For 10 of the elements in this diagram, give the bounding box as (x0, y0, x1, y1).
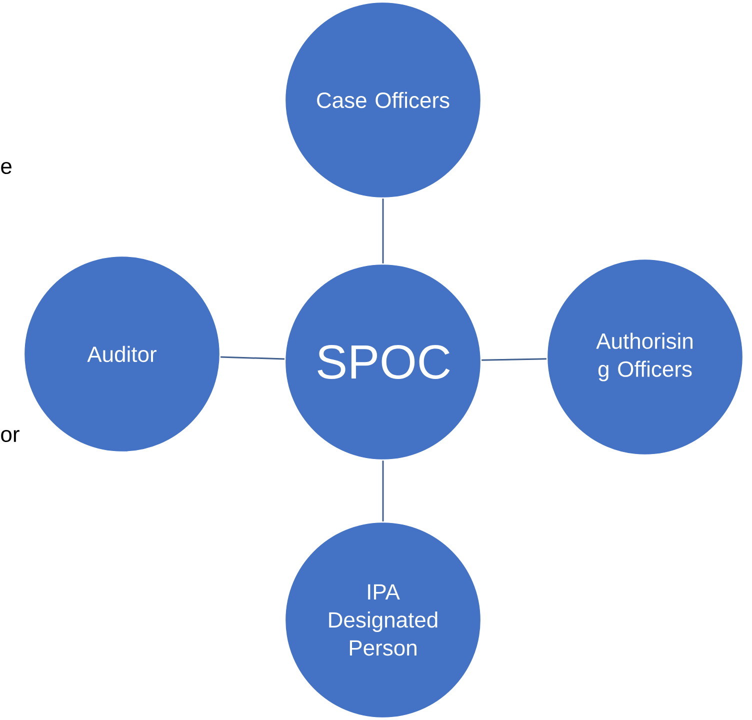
connector-line (482, 358, 546, 361)
circle-node: Auditor (23, 255, 221, 453)
circle-node: Case Officers (284, 1, 482, 199)
circle-node: SPOC (284, 263, 482, 461)
circle-node: Authorisin g Officers (546, 258, 744, 456)
connector-line (382, 460, 384, 522)
connector-line (220, 356, 284, 360)
circle-node: IPA Designated Person (284, 521, 482, 719)
text-fragment: e (1, 162, 12, 174)
connector-line (382, 198, 384, 264)
